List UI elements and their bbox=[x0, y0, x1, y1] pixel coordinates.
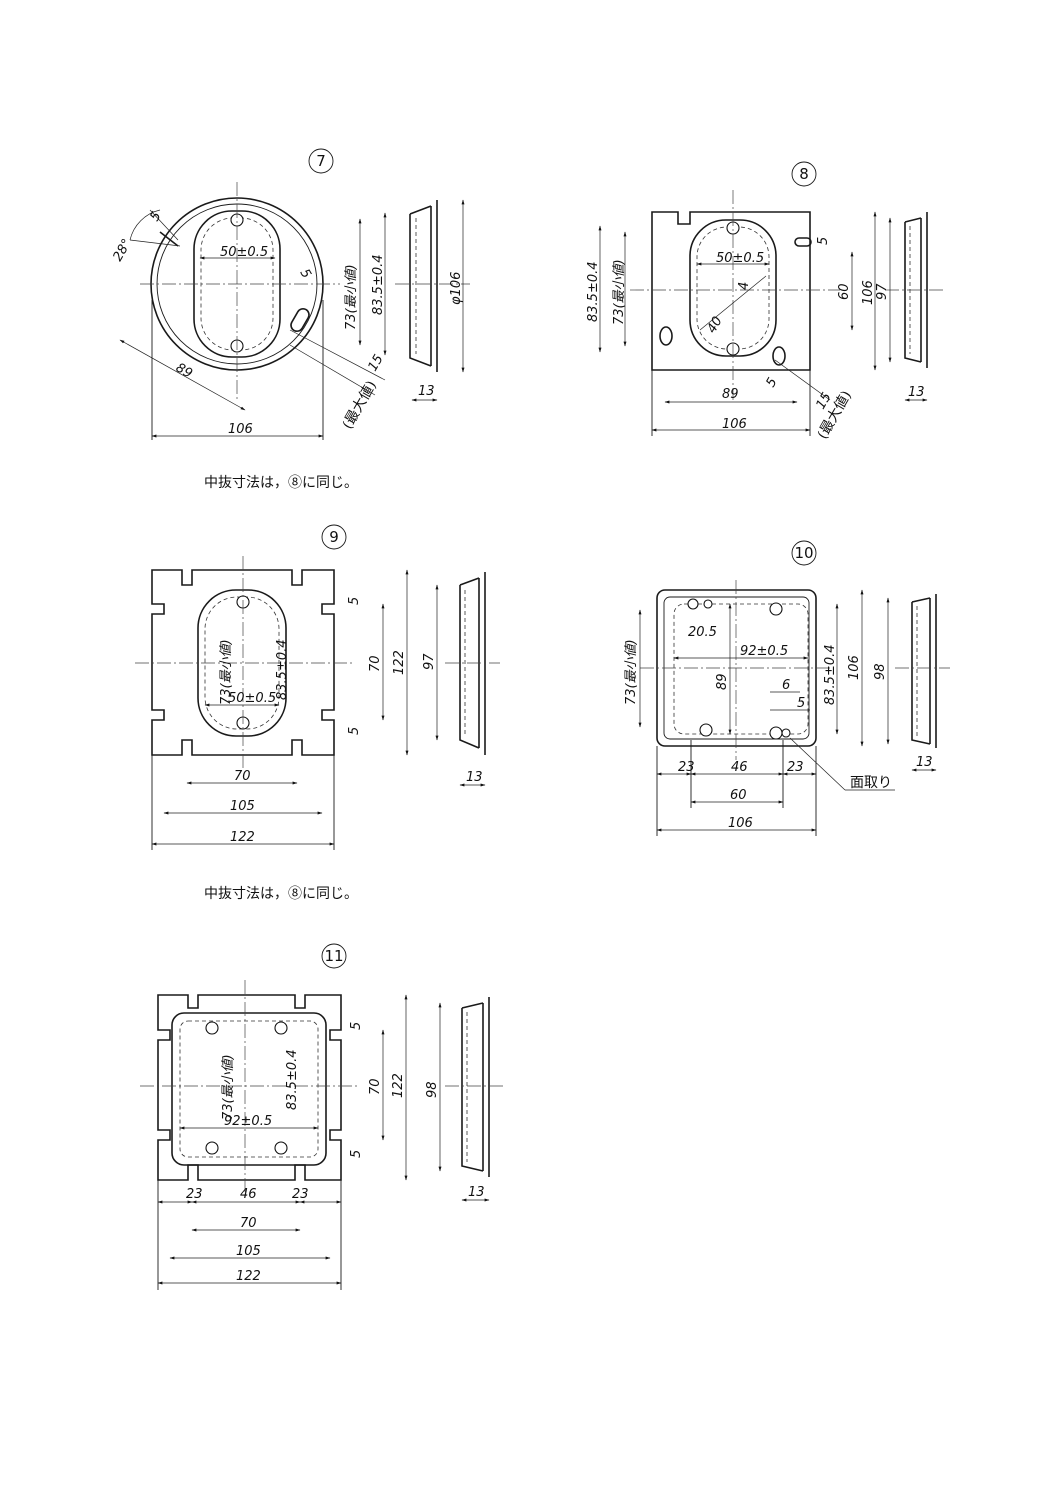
f7-dim-50: 50±0.5 bbox=[220, 245, 268, 260]
figure-9-number: 9 bbox=[329, 528, 339, 546]
f11-dim-23b: 23 bbox=[292, 1187, 309, 1202]
f11-dim-23a: 23 bbox=[186, 1187, 203, 1202]
f9-dim-5b: 5 bbox=[347, 727, 362, 735]
f10-dim-23a: 23 bbox=[678, 760, 695, 775]
f9-dim-13: 13 bbox=[466, 770, 483, 785]
f11-dim-122: 122 bbox=[236, 1269, 261, 1284]
f7-dim-73: 73(最小値) bbox=[344, 264, 359, 330]
f8-dim-106v: 106 bbox=[861, 280, 876, 305]
f7-dim-5b: 5 bbox=[297, 267, 314, 282]
f8-dim-4: 4 bbox=[737, 282, 752, 290]
f11-dim-5a: 5 bbox=[349, 1022, 364, 1030]
f11-dim-835: 83.5±0.4 bbox=[285, 1049, 300, 1110]
f8-dim-13: 13 bbox=[908, 385, 925, 400]
figure-7-number: 7 bbox=[316, 152, 326, 170]
f9-dim-73: 73(最小値) bbox=[219, 639, 234, 705]
figure-8-number-circle bbox=[791, 161, 817, 187]
f11-dim-98: 98 bbox=[425, 1081, 440, 1098]
f8-dim-73: 73(最小値) bbox=[612, 259, 627, 325]
figure-7-number-circle bbox=[308, 148, 334, 174]
f11-side-view bbox=[438, 997, 505, 1202]
f8-dim-5b: 5 bbox=[763, 375, 780, 390]
f8-dim-50: 50±0.5 bbox=[716, 251, 764, 266]
f8-dim-106: 106 bbox=[722, 417, 747, 432]
f7-dim-phi106: φ106 bbox=[449, 272, 464, 305]
f10-dim-13: 13 bbox=[916, 755, 933, 770]
f10-dim-5: 5 bbox=[797, 696, 805, 711]
f8-dim-15: 15 bbox=[813, 390, 834, 412]
f7-dim-5: 5 bbox=[147, 209, 164, 224]
f9-dim-122: 122 bbox=[230, 830, 255, 845]
figure-10-number: 10 bbox=[794, 544, 813, 562]
figure-11-number: 11 bbox=[324, 947, 343, 965]
f7-dim-106: 106 bbox=[228, 422, 253, 437]
f9-note: 中抜寸法は，⑧に同じ。 bbox=[204, 886, 358, 902]
f10-dim-46: 46 bbox=[731, 760, 748, 775]
f11-dim-46: 46 bbox=[240, 1187, 257, 1202]
f7-dim-89: 89 bbox=[173, 360, 195, 381]
f8-dim-40: 40 bbox=[704, 314, 725, 336]
figure-8-number: 8 bbox=[799, 165, 809, 183]
f10-dim-98: 98 bbox=[873, 663, 888, 680]
figure-10-number-circle bbox=[791, 540, 817, 566]
f10-dim-60: 60 bbox=[730, 788, 747, 803]
f8-dim-5: 5 bbox=[816, 237, 831, 245]
figure-11-number-circle bbox=[321, 943, 347, 969]
f11-dim-105: 105 bbox=[236, 1244, 261, 1259]
f7-side-view bbox=[395, 199, 470, 402]
f10-dim-92: 92±0.5 bbox=[740, 644, 788, 659]
f10-side-view bbox=[886, 594, 950, 772]
f11-dim-70v: 70 bbox=[368, 1078, 383, 1095]
figure-9: 9 73(最小値) 83.5±0.4 50±0.5 5 70 122 5 70 … bbox=[135, 524, 500, 902]
f11-plate bbox=[140, 980, 408, 1290]
f8-dim-60: 60 bbox=[837, 283, 852, 300]
f10-chamfer-label: 面取り bbox=[850, 775, 892, 791]
f10-dim-73: 73(最小値) bbox=[624, 639, 639, 705]
f9-side-view bbox=[435, 572, 500, 787]
f7-note: 中抜寸法は，⑧に同じ。 bbox=[204, 475, 358, 491]
f10-dim-23b: 23 bbox=[787, 760, 804, 775]
f10-dim-205: 20.5 bbox=[688, 625, 717, 640]
figure-10: 10 bbox=[624, 540, 950, 836]
figure-7: 7 5 28° 50±0.5 bbox=[110, 148, 470, 491]
f8-side-view bbox=[885, 212, 945, 402]
f8-dim-835: 83.5±0.4 bbox=[586, 261, 601, 322]
f9-dim-835: 83.5±0.4 bbox=[275, 639, 290, 700]
f11-dim-73: 73(最小値) bbox=[221, 1054, 236, 1120]
f10-dim-6: 6 bbox=[782, 678, 790, 693]
f10-dim-106v: 106 bbox=[847, 655, 862, 680]
f11-dim-122v: 122 bbox=[391, 1073, 406, 1098]
f9-dim-105: 105 bbox=[230, 799, 255, 814]
f7-dim-15: 15 bbox=[365, 352, 386, 374]
f11-dim-92: 92±0.5 bbox=[224, 1114, 272, 1129]
f11-dim-13: 13 bbox=[468, 1185, 485, 1200]
f9-plate bbox=[135, 556, 409, 850]
f11-dim-5b: 5 bbox=[349, 1150, 364, 1158]
figure-9-number-circle bbox=[321, 524, 347, 550]
f7-dim-28deg: 28° bbox=[110, 237, 135, 264]
f10-dim-89: 89 bbox=[715, 673, 730, 690]
f7-dim-13: 13 bbox=[418, 384, 435, 399]
f9-dim-70v: 70 bbox=[368, 655, 383, 672]
f8-dim-97: 97 bbox=[875, 283, 890, 300]
figure-11: 11 73(最小値) 83.5±0.4 92±0.5 5 bbox=[140, 943, 505, 1290]
f7-dim-835: 83.5±0.4 bbox=[371, 254, 386, 315]
f8-dim-89: 89 bbox=[722, 387, 739, 402]
f10-dim-835: 83.5±0.4 bbox=[823, 644, 838, 705]
f9-dim-122v: 122 bbox=[392, 650, 407, 675]
f10-dim-106: 106 bbox=[728, 816, 753, 831]
f8-plate bbox=[598, 190, 877, 436]
f9-dim-50: 50±0.5 bbox=[228, 691, 276, 706]
f7-round-plate bbox=[119, 182, 387, 440]
f10-plate bbox=[638, 580, 895, 836]
figure-8: 8 83.5±0.4 73(最小値) 50±0.5 bbox=[586, 161, 945, 442]
f11-dim-70: 70 bbox=[240, 1216, 257, 1231]
f9-dim-70: 70 bbox=[234, 769, 251, 784]
f9-dim-97: 97 bbox=[422, 653, 437, 670]
f9-dim-5a: 5 bbox=[347, 597, 362, 605]
